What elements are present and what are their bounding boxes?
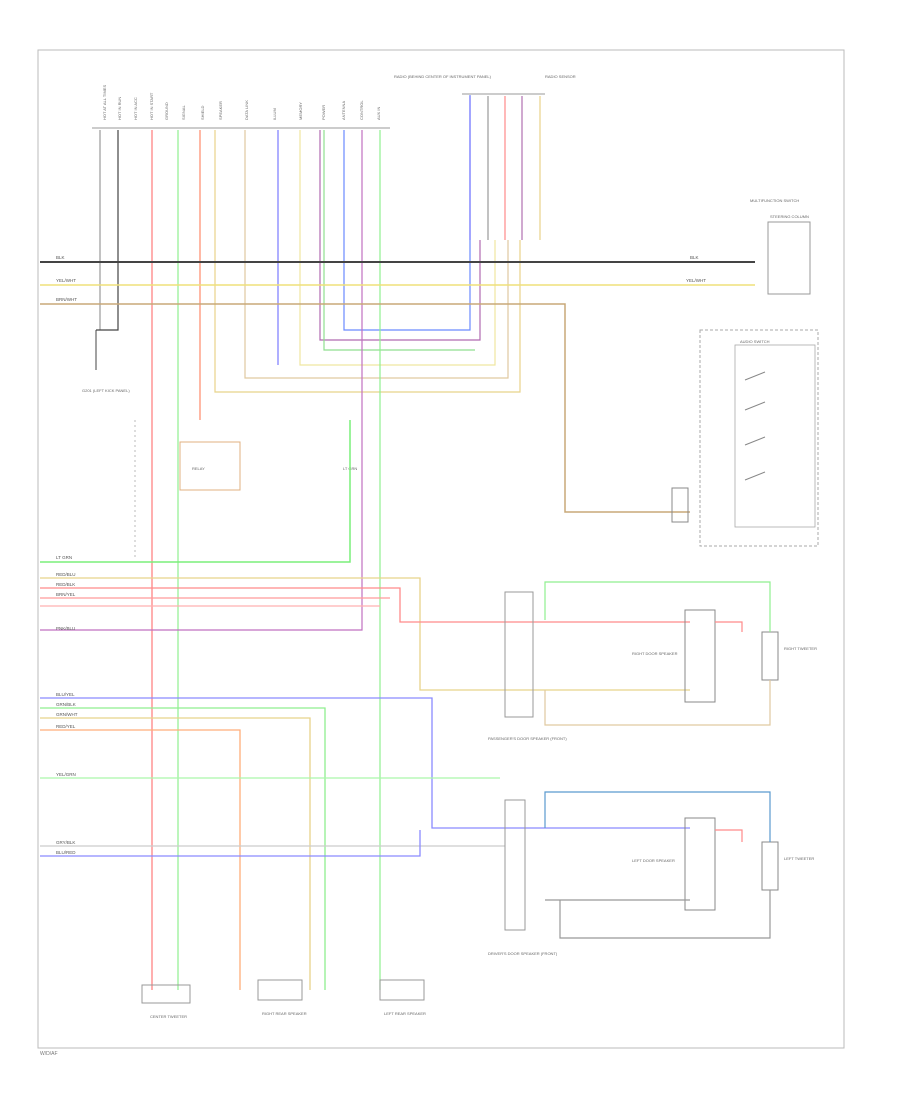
left-tweeter [761, 841, 779, 891]
wire-blu-red [40, 830, 421, 857]
wire-red-yel [40, 729, 241, 990]
rail-label: YEL/WHT [56, 278, 76, 283]
audio-switch-contact [744, 371, 766, 381]
top-label: ANTENNA [341, 101, 346, 120]
steering-column-label: STEERING COLUMN [770, 214, 809, 219]
wire-label: BLU/YEL [56, 692, 75, 697]
steering-column-box [767, 221, 811, 295]
wire-label: GRN/BLK [56, 702, 76, 707]
audio-switch-contact [744, 436, 766, 446]
lower-wires [40, 697, 690, 990]
footer-id: W/D/AF [40, 1051, 58, 1057]
wire-label: BRN/YEL [56, 592, 76, 597]
top-label: CONTROL [359, 100, 364, 120]
wire-yellow-2 [299, 130, 496, 366]
wire-label: BLU/RED [56, 850, 76, 855]
wire-purple [319, 130, 481, 341]
right-tweeter-label: RIGHT TWEETER [784, 646, 817, 651]
top-label: HOT AT ALL TIMES [102, 85, 107, 120]
rail-label: BLK [690, 255, 699, 260]
wire-blue-speaker [544, 791, 771, 842]
wire-grn-blk [40, 707, 326, 990]
audio-switch-label: AUDIO SWITCH [740, 339, 770, 344]
wire-blue-2 [343, 95, 471, 331]
top-label: AUX IN [376, 107, 381, 120]
audio-switch-box [699, 329, 819, 547]
right-rear-speaker-label: RIGHT REAR SPEAKER [262, 1011, 307, 1016]
wire-tan [244, 130, 509, 379]
audio-switch-inner [734, 344, 816, 528]
top-label: HOT IN START [149, 92, 154, 120]
wire-lt-grn [40, 420, 351, 563]
wire-label: RED/YEL [56, 724, 76, 729]
wire-green-2 [323, 130, 475, 351]
middle-wires [40, 577, 690, 691]
radio-block-label: RADIO (BEHIND CENTER OF INSTRUMENT PANEL… [394, 74, 492, 79]
wire-red-tweeter [715, 621, 743, 632]
power-rails [40, 261, 755, 513]
center-tweeter-label: CENTER TWEETER [150, 1014, 187, 1019]
relay-left-box [179, 441, 241, 491]
top-label: POWER [321, 105, 326, 120]
multifunction-switch-label: MULTIFUNCTION SWITCH [750, 198, 799, 203]
rail-brown [40, 303, 690, 513]
top-label: DATA LINK [244, 100, 249, 120]
wire-tan-speaker [544, 680, 771, 726]
gnd-connector-label: G201 (LEFT KICK PANEL) [82, 388, 130, 393]
top-label: MEMORY [298, 102, 303, 120]
wire-label: LT GRN [56, 555, 72, 560]
top-label: SPEAKER [218, 101, 223, 120]
wire-label: GRY/BLK [56, 840, 75, 845]
audio-switch-contact [744, 471, 766, 481]
relay-left-label: RELAY [192, 466, 205, 471]
wire-label: YEL/GRN [56, 772, 76, 777]
top-connector-labels: HOT AT ALL TIMES HOT IN RUN HOT IN ACC H… [102, 85, 381, 120]
wire-red-blk [40, 587, 690, 623]
top-label: HOT IN ACC [133, 97, 138, 120]
sensor-wires [469, 96, 541, 240]
wire-blu-yel [40, 697, 690, 829]
left-door-speaker [684, 817, 716, 911]
radio-sensor-label: RADIO SENSOR [545, 74, 576, 79]
passenger-door-connector [504, 591, 534, 718]
wire-label: RED/BLU [56, 572, 76, 577]
top-label: SIGNAL [181, 105, 186, 120]
rail-label: BRN/WHT [56, 297, 77, 302]
wire-label: PNK/BLU [56, 626, 75, 631]
right-door-speaker-label: RIGHT DOOR SPEAKER [632, 651, 678, 656]
audio-switch-contact [744, 401, 766, 411]
right-tweeter [761, 631, 779, 681]
wire-label: RED/BLK [56, 582, 75, 587]
right-door-speaker [684, 609, 716, 703]
diagram-border [37, 49, 845, 1049]
wire-purple-2 [40, 130, 363, 631]
driver-door-label: DRIVER'S DOOR SPEAKER (FRONT) [488, 951, 558, 956]
wire-red-tweeter-2 [715, 829, 743, 842]
driver-door-connector [504, 799, 526, 931]
left-rear-speaker-box [379, 979, 425, 1001]
center-tweeter-box [141, 984, 191, 1004]
wire-black [96, 130, 119, 331]
wire-red-blu [40, 577, 690, 691]
wire-green-speaker [544, 581, 771, 632]
top-label: ILLUM [272, 108, 277, 120]
top-label: GROUND [164, 102, 169, 120]
wire-gray-return [559, 890, 771, 939]
left-tweeter-label: LEFT TWEETER [784, 856, 814, 861]
rail-label: YEL/WHT [686, 278, 706, 283]
left-rear-speaker-label: LEFT REAR SPEAKER [384, 1011, 426, 1016]
wire-grn-wht [40, 717, 311, 990]
top-label: SHIELD [200, 105, 205, 120]
wire-label: GRN/WHT [56, 712, 78, 717]
audio-connector [671, 487, 689, 523]
right-rear-speaker-box [257, 979, 303, 1001]
rail-label: BLK [56, 255, 65, 260]
top-label: HOT IN RUN [117, 97, 122, 120]
left-door-speaker-label: LEFT DOOR SPEAKER [632, 858, 675, 863]
passenger-door-label: PASSENGER'S DOOR SPEAKER (FRONT) [488, 736, 567, 741]
